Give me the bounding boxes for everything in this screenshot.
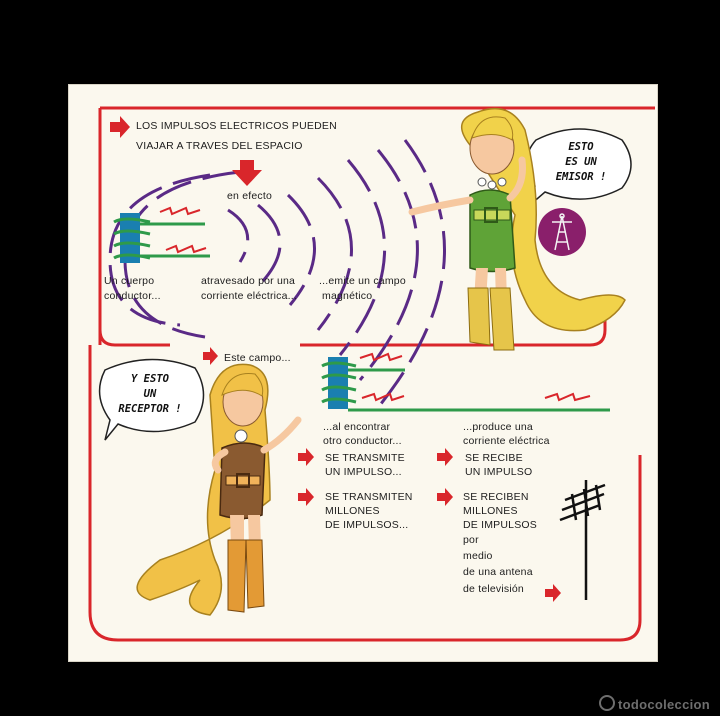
label-atravesado-1: atravesado por una — [201, 275, 296, 287]
label-recibe-1: SE RECIBE — [465, 452, 523, 464]
bubble-receptor-line-1: Y ESTO — [131, 373, 169, 385]
label-recibe-2: UN IMPULSO — [465, 466, 533, 478]
label-produce-1: ...produce una — [463, 421, 533, 433]
label-cuerpo-1: Un cuerpo — [104, 275, 155, 287]
label-reciben-7: de televisión — [463, 583, 524, 595]
label-emite-1: ...emite un campo — [319, 275, 406, 287]
watermark-icon — [598, 695, 615, 711]
label-reciben-6: de una antena — [463, 566, 533, 578]
label-en-efecto: en efecto — [227, 190, 272, 202]
label-al-encontrar-2: otro conductor... — [323, 435, 402, 447]
label-transmiten-1: SE TRANSMITEN — [325, 491, 413, 503]
bubble-emisor-line-3: EMISOR ! — [555, 171, 607, 183]
label-reciben-1: SE RECIBEN — [463, 491, 529, 503]
bubble-emisor-line-1: ESTO — [568, 141, 594, 153]
label-emite-2: magnético — [322, 290, 373, 302]
label-cuerpo-2: conductor... — [104, 290, 161, 302]
label-transmite-2: UN IMPULSO... — [325, 466, 402, 478]
header-line-1: LOS IMPULSOS ELECTRICOS PUEDEN — [136, 120, 337, 132]
speech-bubble-receptor: Y ESTO UN RECEPTOR ! — [104, 372, 196, 417]
label-transmiten-3: DE IMPULSOS... — [325, 519, 409, 531]
label-este-campo: Este campo... — [224, 352, 291, 364]
label-atravesado-2: corriente eléctrica... — [201, 290, 298, 302]
label-reciben-4: por — [463, 534, 479, 546]
label-al-encontrar-1: ...al encontrar — [323, 421, 391, 433]
label-reciben-5: medio — [463, 550, 493, 562]
watermark: todocoleccion — [598, 695, 710, 712]
label-transmiten-2: MILLONES — [325, 505, 380, 517]
bubble-emisor-line-2: ES UN — [565, 156, 597, 168]
watermark-text: todocoleccion — [617, 697, 710, 712]
label-produce-2: corriente eléctrica — [463, 435, 550, 447]
label-reciben-3: DE IMPULSOS — [463, 519, 537, 531]
bubble-receptor-line-2: UN — [143, 388, 157, 400]
speech-bubble-emisor: ESTO ES UN EMISOR ! — [540, 140, 622, 185]
header-line-2: VIAJAR A TRAVES DEL ESPACIO — [136, 140, 303, 152]
bubble-receptor-line-3: RECEPTOR ! — [118, 403, 182, 415]
label-transmite-1: SE TRANSMITE — [325, 452, 405, 464]
label-reciben-2: MILLONES — [463, 505, 518, 517]
